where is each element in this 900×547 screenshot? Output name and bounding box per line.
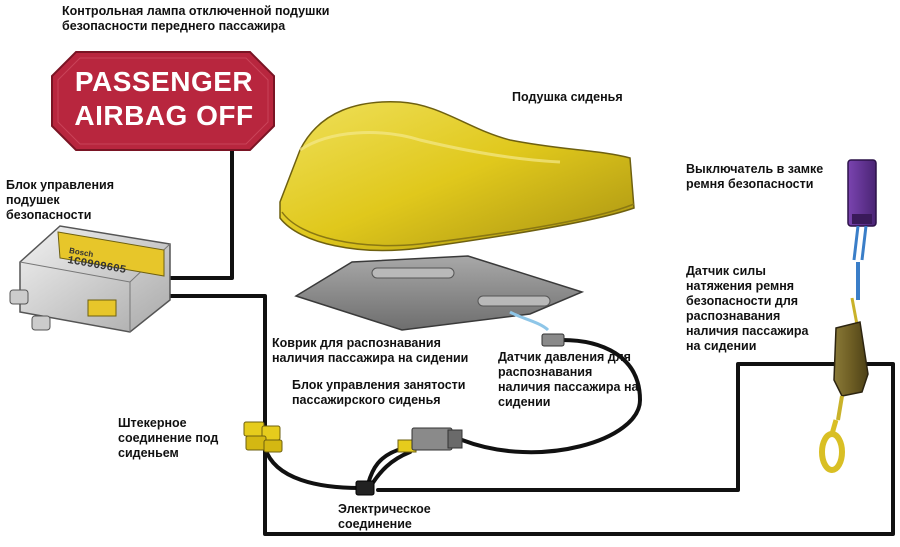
seat-mat (294, 255, 585, 332)
airbag-control-unit (9, 225, 171, 333)
main-harness-wire (148, 294, 895, 536)
pressure-sensor (541, 333, 565, 347)
seat-cushion (279, 101, 635, 252)
label-buckle-switch: Выключатель в замке ремня безопасности (686, 162, 824, 191)
label-occupancy-control-unit: Блок управления занятости пассажирского … (292, 378, 466, 407)
lamp-line-1: PASSENGER (74, 66, 254, 97)
occupancy-wire-b (370, 450, 412, 486)
label-belt-tension-sensor: Датчик силы натяжения ремня безопасности… (686, 264, 809, 353)
label-electrical-connection: Электрическое соединение (338, 502, 431, 531)
label-airbag-control-unit: Блок управления подушек безопасности (6, 178, 114, 222)
pressure-sensor-wire (460, 338, 642, 455)
wiring (148, 146, 895, 536)
label-warning-lamp: Контрольная лампа отключенной подушки бе… (62, 4, 330, 33)
lamp-line-2: AIRBAG OFF (74, 100, 254, 131)
label-pressure-sensor: Датчик давления для распознавания наличи… (498, 350, 639, 409)
label-seat-mat: Коврик для распознавания наличия пассажи… (272, 336, 469, 365)
belt-tension-sensor (819, 321, 869, 473)
under-seat-connector (243, 421, 283, 453)
seat-belt-buckle (847, 159, 877, 331)
seat-connector-wire (263, 446, 362, 490)
belt-sensor-wire (376, 362, 837, 492)
passenger-airbag-off-lamp (51, 51, 275, 151)
occupancy-control-unit (397, 427, 463, 453)
electrical-connection (355, 480, 375, 496)
label-seat-cushion: Подушка сиденья (512, 90, 623, 104)
label-under-seat-connector: Штекерное соединение под сиденьем (118, 416, 219, 460)
lamp-wire (168, 146, 234, 280)
